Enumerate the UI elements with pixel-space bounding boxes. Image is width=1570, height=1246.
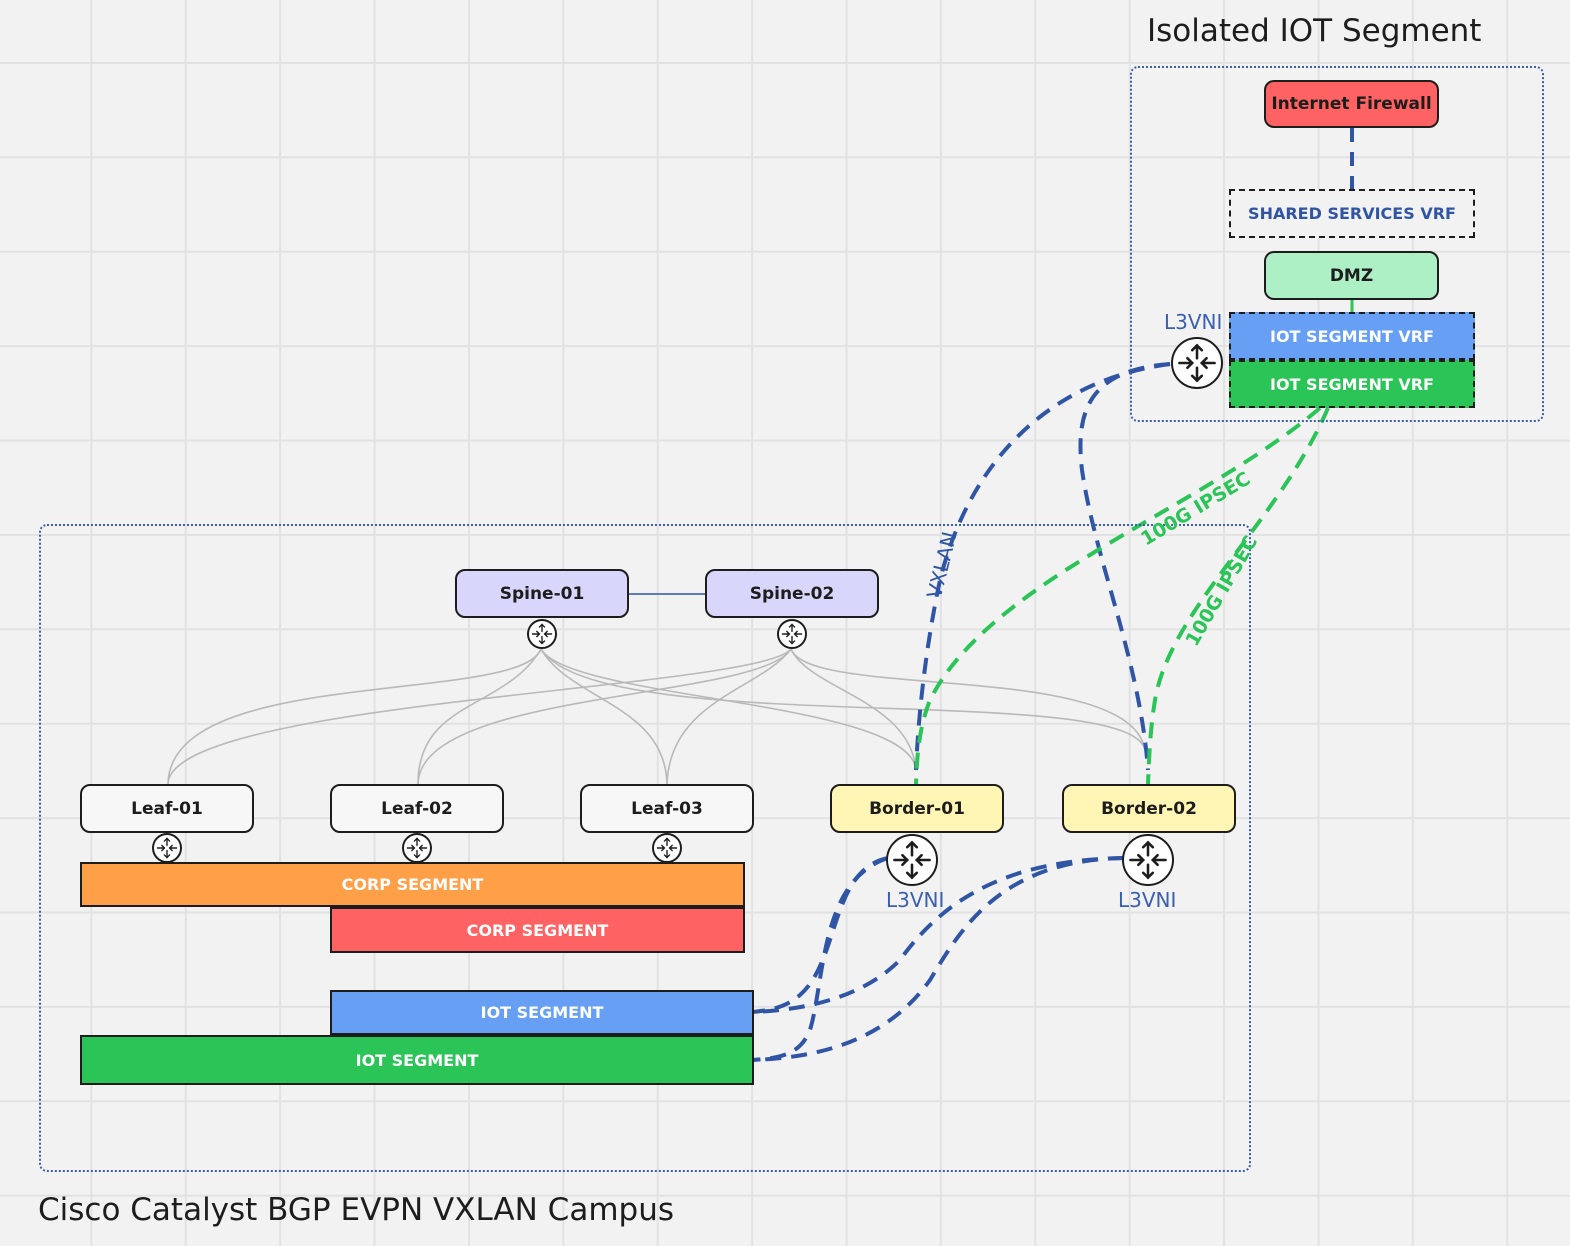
- router-icon: [886, 834, 938, 886]
- leaf-03-node[interactable]: Leaf-03: [580, 784, 754, 833]
- router-icon: [152, 833, 182, 863]
- iot-zone-title: Isolated IOT Segment: [1147, 13, 1482, 49]
- border01-to-iot-green-link: [752, 856, 889, 1062]
- iot-segment-vrf-green[interactable]: IOT SEGMENT VRF: [1229, 360, 1475, 408]
- corp-segment-orange-label: CORP SEGMENT: [341, 875, 484, 894]
- border02-to-iot-green-link: [752, 856, 1125, 1062]
- router-icon: [1122, 834, 1174, 886]
- border02-to-iot-blue-link: [752, 856, 1125, 1014]
- fabric-link: [417, 648, 542, 785]
- border-02-label: Border-02: [1101, 798, 1197, 819]
- l3vni-segment-links: [752, 856, 1125, 1062]
- iot-segment-vrf-blue-label: IOT SEGMENT VRF: [1270, 326, 1434, 346]
- ipsec-links: [914, 406, 1330, 785]
- fabric-links: [167, 648, 1146, 785]
- fabric-link: [167, 648, 542, 785]
- spine-02-node[interactable]: Spine-02: [705, 569, 879, 618]
- fabric-link: [167, 648, 792, 785]
- router-icon: [1171, 337, 1223, 389]
- border-01-node[interactable]: Border-01: [830, 784, 1004, 833]
- dmz-label: DMZ: [1329, 265, 1374, 286]
- ipsec-link-border-01: [914, 406, 1322, 785]
- spine-01-label: Spine-01: [499, 583, 585, 604]
- border-01-label: Border-01: [869, 798, 965, 819]
- vxlan-link-border-01: [914, 362, 1171, 771]
- dmz-node[interactable]: DMZ: [1264, 251, 1439, 300]
- ipsec-link-border-02: [1146, 407, 1330, 785]
- iot-segment-green-label: IOT SEGMENT: [355, 1050, 479, 1070]
- leaf-01-node[interactable]: Leaf-01: [80, 784, 254, 833]
- router-icon: [527, 619, 557, 649]
- corp-segment-red-label: CORP SEGMENT: [466, 920, 609, 940]
- l3vni-label-border-02: L3VNI: [1118, 888, 1177, 912]
- iot-segment-blue[interactable]: IOT SEGMENT: [330, 990, 754, 1035]
- campus-title: Cisco Catalyst BGP EVPN VXLAN Campus: [38, 1192, 674, 1228]
- fabric-link: [417, 648, 792, 785]
- fabric-link: [540, 648, 917, 771]
- fabric-link: [540, 648, 668, 785]
- vxlan-link-border-02: [1078, 362, 1171, 771]
- router-icon: [652, 833, 682, 863]
- leaf-03-label: Leaf-03: [631, 798, 703, 819]
- spine-02-label: Spine-02: [749, 583, 835, 604]
- iot-segment-vrf-blue[interactable]: IOT SEGMENT VRF: [1229, 312, 1475, 360]
- fabric-link: [790, 648, 917, 771]
- shared-services-vrf-label: SHARED SERVICES VRF: [1248, 204, 1456, 223]
- iot-zone: [1130, 66, 1544, 422]
- corp-segment-red[interactable]: CORP SEGMENT: [330, 907, 745, 953]
- iot-segment-blue-label: IOT SEGMENT: [480, 1003, 604, 1022]
- leaf-02-node[interactable]: Leaf-02: [330, 784, 504, 833]
- spine-01-node[interactable]: Spine-01: [455, 569, 629, 618]
- vxlan-links: [914, 362, 1171, 771]
- iot-segment-green[interactable]: IOT SEGMENT: [80, 1035, 754, 1085]
- l3vni-label-iot: L3VNI: [1164, 310, 1223, 334]
- campus-zone: [39, 524, 1251, 1172]
- internet-firewall-label: Internet Firewall: [1271, 94, 1432, 114]
- fabric-link: [540, 648, 1146, 751]
- leaf-02-label: Leaf-02: [381, 798, 453, 819]
- leaf-01-label: Leaf-01: [131, 798, 203, 819]
- iot-segment-vrf-green-label: IOT SEGMENT VRF: [1270, 374, 1434, 394]
- router-icon: [402, 833, 432, 863]
- corp-segment-orange[interactable]: CORP SEGMENT: [80, 862, 745, 907]
- fabric-link: [790, 648, 1146, 751]
- border-02-node[interactable]: Border-02: [1062, 784, 1236, 833]
- internet-firewall-node[interactable]: Internet Firewall: [1264, 80, 1439, 128]
- router-icon: [777, 619, 807, 649]
- shared-services-vrf[interactable]: SHARED SERVICES VRF: [1229, 189, 1475, 238]
- l3vni-label-border-01: L3VNI: [886, 888, 945, 912]
